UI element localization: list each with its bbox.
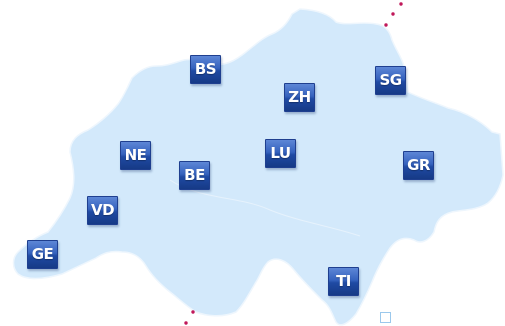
canton-button-zh[interactable]: ZH — [284, 83, 315, 112]
canton-button-ti[interactable]: TI — [328, 267, 359, 296]
canton-button-gr[interactable]: GR — [403, 151, 434, 180]
canton-button-sg[interactable]: SG — [375, 66, 406, 95]
canton-button-bs[interactable]: BS — [190, 55, 221, 84]
border-marker-dot — [191, 310, 195, 314]
border-marker-dot — [391, 12, 395, 16]
canton-button-be[interactable]: BE — [179, 161, 210, 190]
border-marker-dot — [184, 321, 188, 325]
border-markers — [184, 2, 403, 325]
border-marker-dot — [384, 23, 388, 27]
canton-button-ne[interactable]: NE — [120, 141, 151, 170]
inner-ridge — [169, 179, 361, 237]
border-marker-dot — [399, 2, 403, 6]
canton-button-vd[interactable]: VD — [87, 196, 118, 225]
small-square-marker — [380, 312, 391, 323]
canton-button-ge[interactable]: GE — [27, 240, 58, 269]
canton-button-lu[interactable]: LU — [265, 139, 296, 168]
